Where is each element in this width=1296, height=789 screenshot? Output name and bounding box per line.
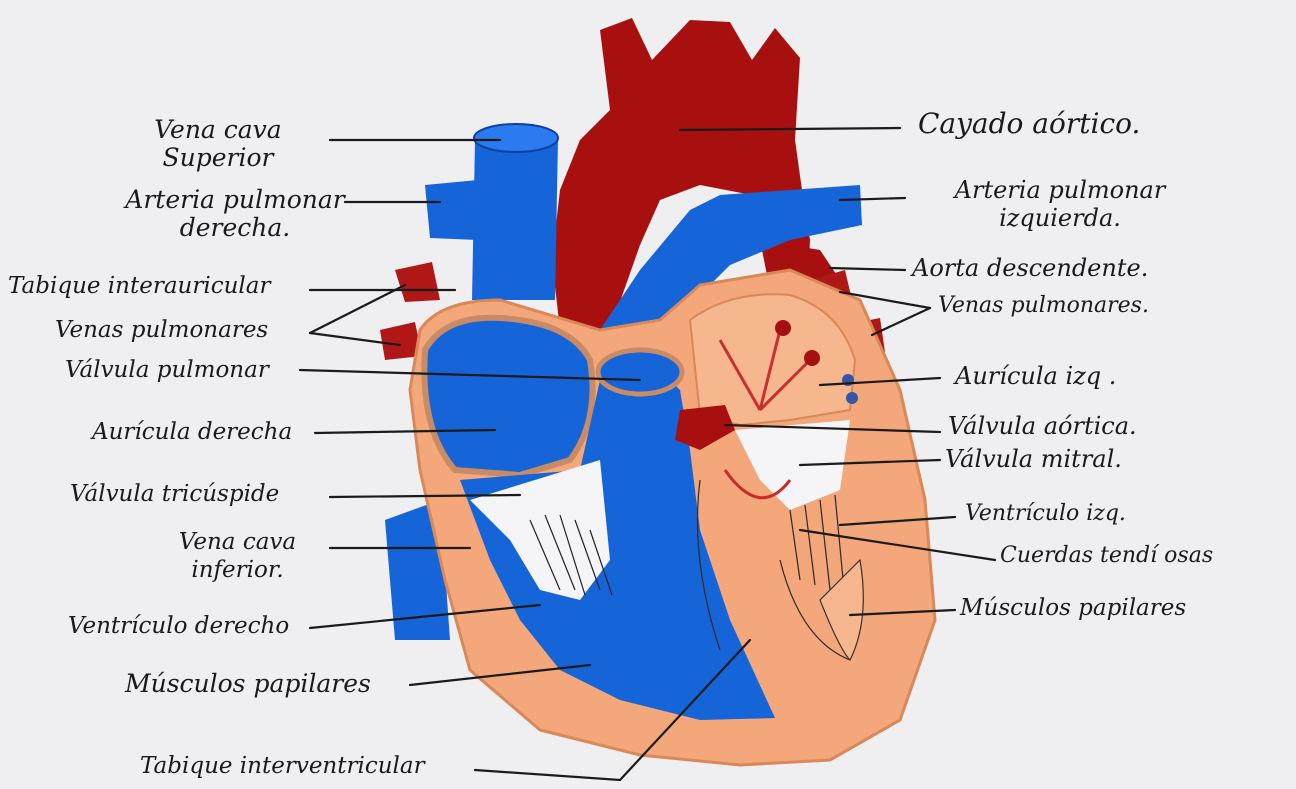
valvula-pulmonar-shape (598, 350, 682, 394)
label-vena-cava-inferior-line1: Vena cava (150, 528, 325, 556)
label-arteria-pulmonar-izquierda-line2: izquierda. (930, 204, 1190, 232)
label-ventriculo-derecho: Ventrículo derecho (68, 612, 289, 640)
label-valvula-tricuspide: Válvula tricúspide (70, 480, 279, 508)
label-musculos-papilares-right: Músculos papilares (960, 594, 1186, 622)
label-arteria-pulmonar-izquierda: Arteria pulmonar izquierda. (930, 176, 1190, 232)
vena-cava-opening (474, 124, 558, 152)
label-vena-cava-superior-line2: Superior (118, 144, 318, 172)
auricula-derecha-shape (424, 318, 592, 475)
label-cayado-aortico: Cayado aórtico. (918, 110, 1140, 138)
label-venas-pulmonares-left: Venas pulmonares (55, 316, 268, 344)
label-cuerdas-tendinosas: Cuerdas tendí osas (1000, 542, 1213, 570)
label-musculos-papilares-left: Músculos papilares (125, 670, 371, 698)
label-arteria-pulmonar-derecha-line1: Arteria pulmonar (115, 186, 355, 214)
label-arteria-pulmonar-derecha: Arteria pulmonar derecha. (115, 186, 355, 242)
label-vena-cava-superior: Vena cava Superior (118, 116, 318, 172)
vein-opening-1 (775, 320, 791, 336)
label-auricula-derecha: Aurícula derecha (92, 418, 292, 446)
label-valvula-mitral: Válvula mitral. (945, 445, 1122, 473)
label-vena-cava-inferior-line2: inferior. (150, 556, 325, 584)
vein-opening-4 (846, 392, 858, 404)
label-tabique-interventricular: Tabique interventricular (140, 752, 425, 780)
vena-cava-superior-shape (472, 128, 558, 300)
vein-opening-2 (804, 350, 820, 366)
pulmonary-vein-left-1 (395, 262, 440, 302)
label-vena-cava-superior-line1: Vena cava (118, 116, 318, 144)
label-arteria-pulmonar-izquierda-line1: Arteria pulmonar (930, 176, 1190, 204)
arteria-pulmonar-derecha-shape (425, 180, 478, 240)
label-ventriculo-izq: Ventrículo izq. (965, 500, 1126, 528)
label-valvula-aortica: Válvula aórtica. (948, 412, 1137, 440)
label-venas-pulmonares-right: Venas pulmonares. (938, 292, 1149, 320)
label-tabique-interauricular: Tabique interauricular (8, 272, 270, 300)
label-valvula-pulmonar: Válvula pulmonar (65, 356, 269, 384)
label-aorta-descendente: Aorta descendente. (912, 254, 1148, 282)
label-auricula-izq: Aurícula izq . (955, 362, 1116, 390)
label-vena-cava-inferior: Vena cava inferior. (150, 528, 325, 584)
label-arteria-pulmonar-derecha-line2: derecha. (115, 214, 355, 242)
